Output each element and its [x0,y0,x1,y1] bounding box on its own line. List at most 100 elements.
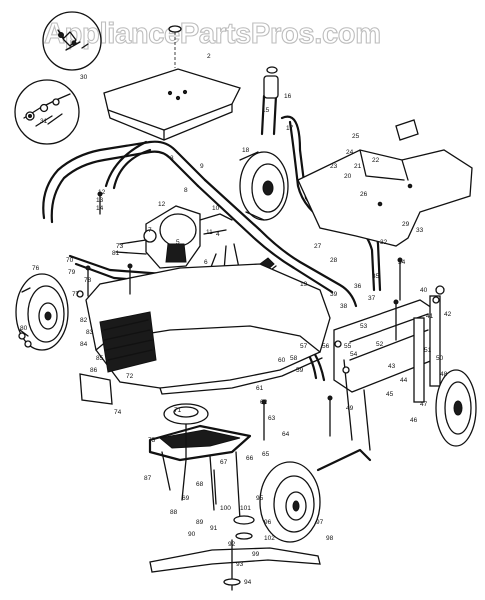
callout-number: 6 [204,259,208,266]
callout-number: 87 [144,475,152,482]
callout-number: 67 [220,459,228,466]
callout-number: 77 [72,291,80,298]
callout-number: 70 [66,257,74,264]
callout-number: 43 [388,363,396,370]
callout-number: 55 [344,343,352,350]
callout-number: 69 [182,495,190,502]
callout-number: 61 [256,385,264,392]
callout-number: 64 [282,431,290,438]
callout-number: 23 [330,163,338,170]
callout-number: 21 [354,163,362,170]
front-wheel-lower [259,448,372,543]
callout-number: 92 [228,541,236,548]
callout-number: 80 [20,325,28,332]
callout-number: 65 [262,451,270,458]
callout-number: 63 [268,415,276,422]
callout-number: 2 [207,53,211,60]
callout-number: 37 [368,295,376,302]
rear-wheel-right [435,369,477,447]
callout-number: 25 [352,133,360,140]
callout-number: 72 [126,373,134,380]
callout-number: 78 [84,277,92,284]
callout-number: 24 [346,149,354,156]
callout-number: 93 [236,561,244,568]
callout-number: 30 [80,74,88,81]
callout-number: 74 [114,409,122,416]
callout-number: 48 [440,371,448,378]
callout-number: 73 [116,243,124,250]
mower-deck [79,263,331,405]
callout-number: 29 [402,221,410,228]
callout-number: 79 [68,269,76,276]
callout-number: 82 [80,317,88,324]
callout-number: 27 [314,243,322,250]
mower-blade [149,539,321,591]
callout-number: 20 [344,173,352,180]
callout-number: 53 [360,323,368,330]
hardware [18,191,445,505]
callout-number: 41 [426,313,434,320]
callout-number: 12 [98,189,106,196]
callout-number: 83 [86,329,94,336]
callout-number: 94 [244,579,252,586]
callout-number: 26 [360,191,368,198]
callout-labels: 2303115171618212220261213148101112457737… [20,53,452,586]
callout-number: 75 [148,437,156,444]
callout-number: 38 [340,303,348,310]
callout-number: 8 [184,187,188,194]
callout-number: 89 [196,519,204,526]
callout-number: 17 [286,125,294,132]
callout-number: 51 [424,347,432,354]
callout-number: 47 [420,401,428,408]
callout-number: 101 [240,505,251,512]
callout-number: 3 [170,155,174,162]
callout-number: 57 [300,343,308,350]
callout-number: 96 [264,519,272,526]
callout-number: 76 [32,265,40,272]
callout-number: 66 [246,455,254,462]
callout-number: 54 [350,351,358,358]
callout-number: 52 [376,341,384,348]
callout-number: 45 [386,391,394,398]
seat [103,25,241,141]
callout-number: 97 [316,519,324,526]
callout-number: 5 [176,239,180,246]
callout-number: 84 [80,341,88,348]
rear-deck [297,119,473,247]
callout-number: 31 [40,118,48,125]
callout-number: 39 [330,291,338,298]
callout-number: 100 [220,505,231,512]
callout-number: 59 [296,367,304,374]
callout-number: 22 [372,157,380,164]
callout-number: 90 [188,531,196,538]
callout-number: 33 [416,227,424,234]
callout-number: 36 [354,283,362,290]
callout-number: 35 [372,273,380,280]
callout-number: 7 [148,227,152,234]
front-wheel-left [15,273,69,351]
callout-number: 32 [380,239,388,246]
spindle-assembly [148,403,255,540]
callout-number: 34 [398,259,406,266]
side-plate-right [333,295,441,451]
callout-number: 49 [346,405,354,412]
callout-number: 71 [174,407,182,414]
callout-number: 19 [300,281,308,288]
callout-number: 91 [210,525,218,532]
inset-detail-top [42,11,102,71]
callout-number: 13 [96,197,104,204]
callout-number: 58 [290,355,298,362]
callout-number: 81 [112,250,120,257]
callout-number: 68 [196,481,204,488]
inset-detail-left [14,79,80,145]
callout-number: 85 [96,355,104,362]
callout-number: 11 [206,229,213,236]
callout-number: 98 [326,535,334,542]
callout-number: 44 [400,377,408,384]
callout-number: 46 [410,417,418,424]
callout-number: 12 [158,201,166,208]
callout-number: 18 [242,147,250,154]
callout-number: 4 [216,231,220,238]
callout-number: 60 [278,357,286,364]
callout-number: 62 [260,399,268,406]
